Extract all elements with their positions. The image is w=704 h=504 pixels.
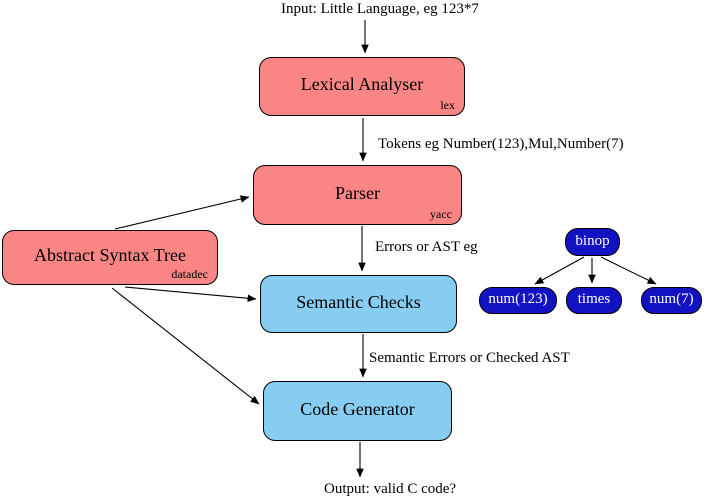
code-generator-title: Code Generator [300,398,415,419]
semantic-errors-label: Semantic Errors or Checked AST [369,350,570,366]
lexical-analyser-title: Lexical Analyser [300,74,424,94]
abstract-syntax-tree-title: Abstract Syntax Tree [34,245,186,265]
parser-title: Parser [335,182,380,203]
errors-label: Errors or AST eg [375,239,478,255]
lex-tool-label: lex [440,98,455,112]
ast-node-num7: num(7) [641,287,702,314]
ast-node-num7-label: num(7) [649,291,694,307]
ast-node-binop: binop [565,228,620,256]
ast-node-times-label: times [577,291,611,307]
code-generator-box: Code Generator [263,381,452,441]
lexical-analyser-box: Lexical Analyser lex [259,57,465,116]
arrow-binop-to-num123 [534,256,585,285]
output-label: Output: valid C code? [324,481,457,497]
parser-box: Parser yacc [253,165,462,225]
input-label: Input: Little Language, eg 123*7 [281,1,479,17]
yacc-tool-label: yacc [430,207,452,221]
ast-node-num123-label: num(123) [488,291,548,307]
abstract-syntax-tree-box: Abstract Syntax Tree datadec [2,230,218,285]
semantic-checks-title: Semantic Checks [296,291,421,312]
arrow-ast-to-parser [114,195,250,230]
ast-node-num123: num(123) [479,287,557,314]
datadec-tool-label: datadec [171,267,208,281]
semantic-checks-box: Semantic Checks [260,275,457,333]
ast-node-times: times [566,287,622,314]
ast-node-binop-label: binop [575,232,610,249]
arrow-ast-to-semantic [124,286,257,302]
arrow-ast-to-codegen [111,287,260,405]
tokens-label: Tokens eg Number(123),Mul,Number(7) [378,136,624,152]
arrow-binop-to-num7 [600,256,657,285]
